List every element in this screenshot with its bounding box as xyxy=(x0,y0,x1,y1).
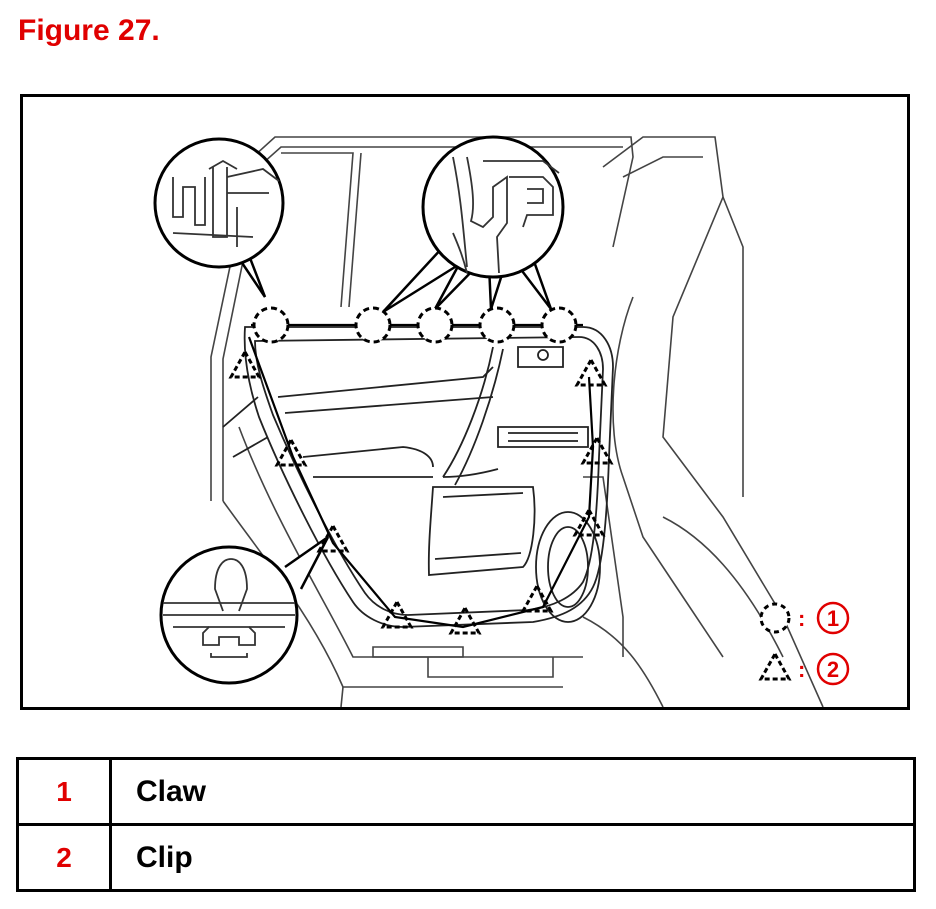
figure-title: Figure 27. xyxy=(18,14,160,47)
claw-key-number-circle xyxy=(816,601,850,635)
claw-marker xyxy=(354,306,392,344)
claw-detail-callout-left xyxy=(153,137,285,298)
claw-key-number: 1 xyxy=(827,606,839,631)
legend-label: Claw xyxy=(109,757,916,826)
clip-key-number-circle xyxy=(816,652,850,686)
door-trim-diagram: : 1 : 2 xyxy=(20,94,910,710)
claw-key-symbol xyxy=(759,602,791,634)
claw-detail-callout-center xyxy=(382,135,565,314)
claw-key-colon: : xyxy=(798,606,805,631)
legend-table: 1 Claw 2 Clip xyxy=(16,757,916,892)
clip-line xyxy=(247,336,595,629)
legend-row: 1 Claw xyxy=(16,757,916,826)
clip-key-colon: : xyxy=(798,657,805,682)
legend-label: Clip xyxy=(109,823,916,892)
clip-detail-callout xyxy=(159,535,330,685)
claw-marker xyxy=(540,306,578,344)
claw-marker xyxy=(252,306,290,344)
clip-key-symbol xyxy=(758,650,792,681)
legend-number: 2 xyxy=(16,823,112,892)
claw-marker xyxy=(478,306,516,344)
symbol-key: : 1 : 2 xyxy=(758,601,850,686)
clip-marker xyxy=(575,358,607,387)
claw-marker xyxy=(416,306,454,344)
legend-row: 2 Clip xyxy=(16,823,916,892)
clip-key-number: 2 xyxy=(827,657,839,682)
legend-number: 1 xyxy=(16,757,112,826)
